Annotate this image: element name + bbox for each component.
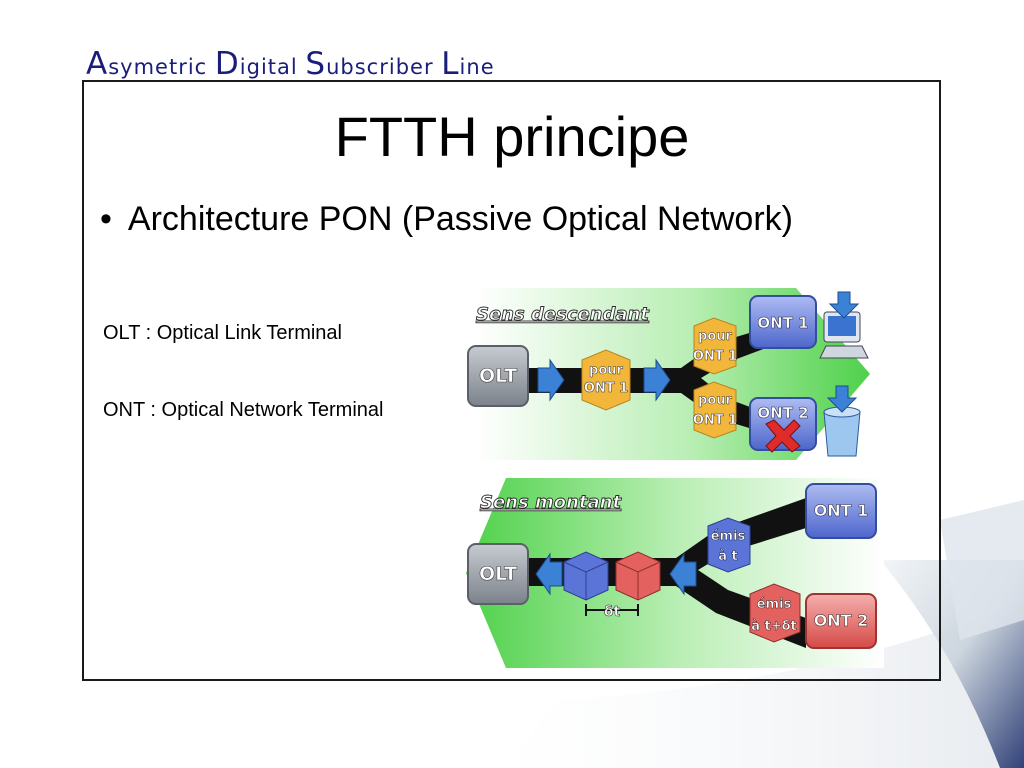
svg-text:ONT 1: ONT 1 [757, 314, 808, 332]
header-word-4: Line [441, 46, 495, 82]
downstream-heading: Sens descendant [476, 304, 650, 325]
packet-bottom: pour ONT 1 [693, 381, 737, 439]
svg-text:pour: pour [698, 329, 732, 344]
arrow-right-icon [643, 358, 671, 402]
reject-cross-icon [765, 419, 801, 453]
packet-center: pour ONT 1 [581, 349, 631, 411]
upstream-heading: Sens montant [480, 492, 622, 513]
arrow-right-icon [537, 358, 565, 402]
trash-bin-icon [823, 385, 861, 457]
svg-text:à t: à t [718, 549, 738, 564]
svg-text:émis: émis [711, 529, 746, 544]
svg-text:ONT 2: ONT 2 [757, 404, 808, 422]
svg-text:émis: émis [757, 597, 792, 612]
packet-bottom: émis à t+δt [749, 583, 801, 643]
slide-title: FTTH principe [334, 105, 690, 168]
svg-text:ONT 1: ONT 1 [693, 413, 737, 428]
definition-olt: OLT : Optical Link Terminal [103, 322, 342, 344]
bullet-item: • Architecture PON (Passive Optical Netw… [100, 200, 793, 239]
ont-2-device: ONT 2 [749, 397, 817, 453]
olt-label: OLT [479, 365, 517, 387]
upstream-diagram: OLT δt émis à t émis à t+δt ONT 1 ONT 2 … [466, 478, 884, 668]
packet-top: pour ONT 1 [693, 317, 737, 375]
svg-text:pour: pour [698, 393, 732, 408]
arrow-left-icon [669, 552, 697, 596]
header-word-2: Digital [214, 46, 298, 82]
bullet-marker: • [100, 200, 112, 238]
packet-top: émis à t [707, 517, 751, 573]
content-frame [82, 80, 941, 681]
olt-device: OLT [467, 543, 529, 605]
slide-header: Asymetric Digital Subscriber Line [86, 46, 495, 82]
downstream-diagram: OLT pour ONT 1 pour ONT 1 pour ONT 1 ONT… [467, 288, 870, 460]
delta-t-marker: δt [585, 604, 639, 620]
olt-label: OLT [479, 563, 517, 585]
computer-icon [819, 291, 869, 359]
svg-text:pour: pour [589, 363, 623, 378]
svg-text:ONT 1: ONT 1 [693, 349, 737, 364]
blue-packet-cube [563, 551, 609, 601]
svg-text:δt: δt [604, 604, 621, 620]
svg-text:ONT 2: ONT 2 [814, 611, 869, 630]
olt-device: OLT [467, 345, 529, 407]
ont-1-device: ONT 1 [805, 483, 877, 539]
bullet-text: Architecture PON (Passive Optical Networ… [127, 200, 793, 238]
red-packet-cube [615, 551, 661, 601]
svg-text:à t+δt: à t+δt [751, 619, 797, 634]
definition-ont: ONT : Optical Network Terminal [103, 399, 384, 421]
header-word-1: Asymetric [86, 46, 208, 82]
ont-1-device: ONT 1 [749, 295, 817, 349]
svg-text:ONT 1: ONT 1 [814, 501, 869, 520]
header-word-3: Subscriber [305, 46, 434, 82]
ont-2-device: ONT 2 [805, 593, 877, 649]
arrow-left-icon [535, 552, 563, 596]
svg-text:ONT 1: ONT 1 [584, 381, 628, 396]
